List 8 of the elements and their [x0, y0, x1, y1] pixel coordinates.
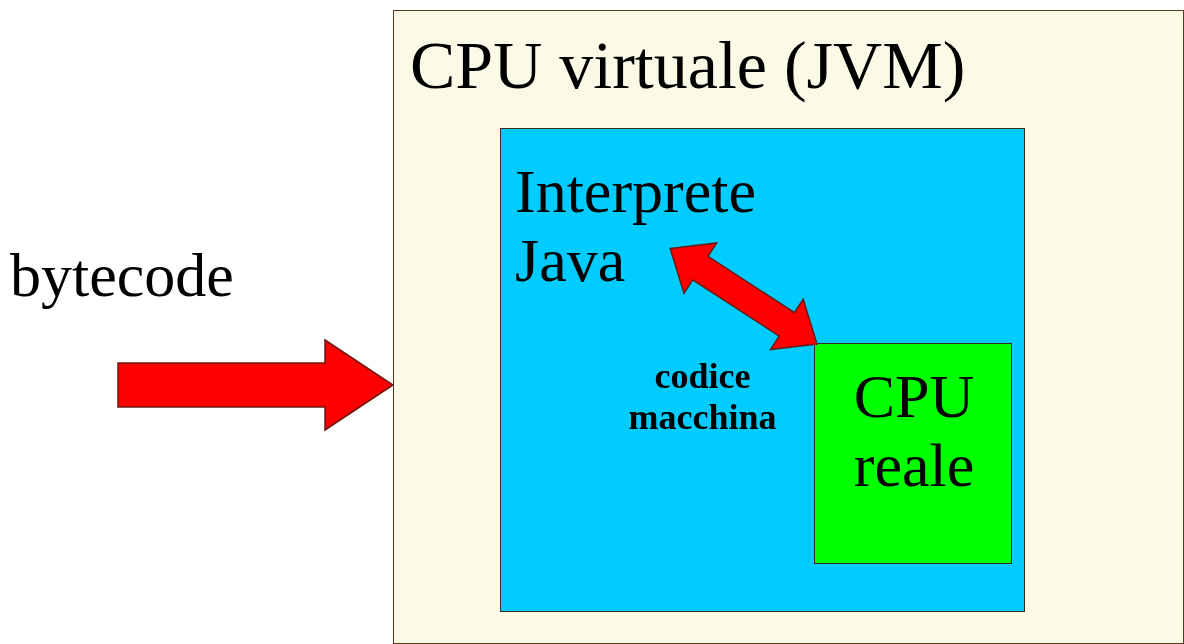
node-label: CPU virtuale (JVM) — [410, 27, 967, 104]
box — [393, 10, 1184, 644]
block-arrow — [669, 242, 818, 351]
node-label: Interprete Java — [515, 157, 757, 296]
box — [500, 128, 1025, 612]
box — [814, 343, 1012, 564]
node-label: CPU reale — [852, 362, 976, 501]
block-arrow — [117, 338, 395, 432]
